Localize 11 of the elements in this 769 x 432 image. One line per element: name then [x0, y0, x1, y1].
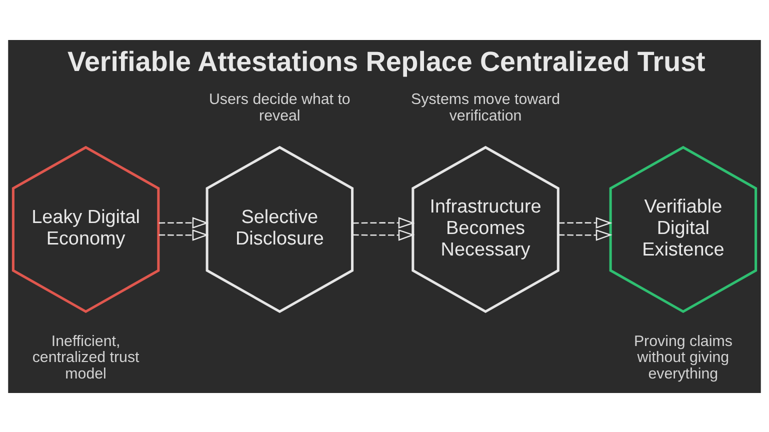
node-label: Systems move toward verification [411, 90, 560, 124]
node-label: Inefficient, centralized trust model [32, 332, 140, 382]
arrow [352, 216, 415, 228]
arrow [158, 228, 209, 240]
arrow [158, 216, 209, 228]
arrow [558, 228, 612, 240]
diagram-title: Verifiable Attestations Replace Centralized Trust [67, 46, 706, 77]
node-label: Users decide what to reveal [208, 90, 350, 124]
arrow [352, 228, 415, 240]
node-label: Proving claims without giving everything [634, 332, 732, 382]
arrow [558, 216, 612, 228]
